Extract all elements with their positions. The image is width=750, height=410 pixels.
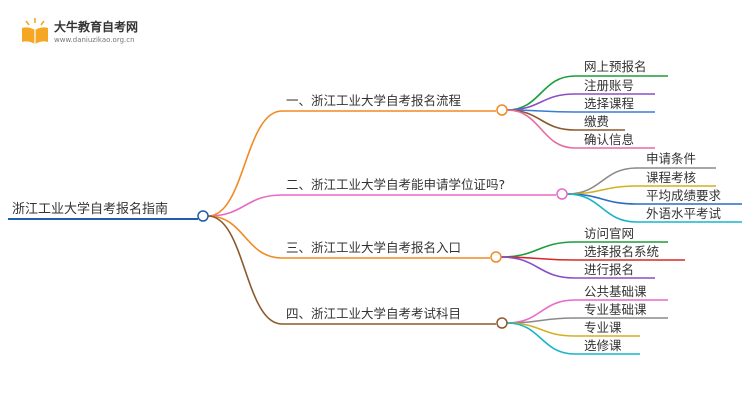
leaf-3-1: 访问官网 <box>584 226 634 241</box>
leaf-1-5: 确认信息 <box>584 132 634 147</box>
branch-3-label: 三、浙江工业大学自考报名入口 <box>286 240 461 255</box>
link-root-branch-4 <box>207 215 283 325</box>
branch-2-label: 二、浙江工业大学自考能申请学位证吗? <box>286 177 505 192</box>
link-branch-4-leaf-1 <box>506 299 576 324</box>
leaf-3-2: 选择报名系统 <box>584 244 659 259</box>
link-branch-1-leaf-5 <box>506 109 576 149</box>
leaf-1-3: 选择课程 <box>584 96 635 111</box>
link-branch-4-leaf-3 <box>506 322 576 337</box>
leaf-2-4: 外语水平考试 <box>646 206 722 221</box>
link-root-branch-3 <box>207 215 283 259</box>
branch-1[interactable]: 一、浙江工业大学自考报名流程 网上预报名 注册账号 选择课程 缴费 确认信息 <box>282 59 668 149</box>
link-branch-4-leaf-4 <box>506 322 576 355</box>
logo-url: www.daniuzikao.org.cn <box>54 36 135 44</box>
branch-2-connector[interactable] <box>556 188 568 200</box>
logo-title: 大牛教育自考网 <box>54 20 139 34</box>
link-branch-1-leaf-1 <box>506 75 576 111</box>
link-root-branch-1 <box>207 110 283 217</box>
link-branch-4-leaf-2 <box>506 317 576 324</box>
leaf-4-1: 公共基础课 <box>584 284 647 299</box>
link-branch-1-leaf-2 <box>506 93 576 111</box>
book-icon <box>22 18 48 44</box>
leaf-1-4: 缴费 <box>584 114 609 129</box>
link-branch-3-leaf-3 <box>500 256 576 279</box>
branch-1-label: 一、浙江工业大学自考报名流程 <box>286 93 462 108</box>
branch-3-connector[interactable] <box>490 251 502 263</box>
leaf-2-2: 课程考核 <box>646 170 697 185</box>
leaf-1-1: 网上预报名 <box>584 59 647 74</box>
leaf-3-3: 进行报名 <box>584 262 634 277</box>
branch-4[interactable]: 四、浙江工业大学自考考试科目 公共基础课 专业基础课 专业课 选修课 <box>282 284 668 355</box>
branch-3[interactable]: 三、浙江工业大学自考报名入口 访问官网 选择报名系统 进行报名 <box>282 226 685 279</box>
branch-1-connector[interactable] <box>496 104 508 116</box>
root-label: 浙江工业大学自考报名指南 <box>12 201 168 217</box>
link-branch-2-leaf-4 <box>566 193 638 223</box>
branch-4-label: 四、浙江工业大学自考考试科目 <box>286 306 461 321</box>
link-branch-3-leaf-1 <box>500 241 576 258</box>
leaf-4-2: 专业基础课 <box>584 302 647 317</box>
leaf-2-1: 申请条件 <box>646 151 696 166</box>
root-connector[interactable] <box>197 210 209 222</box>
leaf-4-3: 专业课 <box>584 320 622 335</box>
leaf-1-2: 注册账号 <box>584 78 634 93</box>
site-logo: 大牛教育自考网 www.daniuzikao.org.cn <box>18 16 178 50</box>
leaf-2-3: 平均成绩要求 <box>646 188 722 203</box>
leaf-4-4: 选修课 <box>584 338 622 353</box>
branch-4-connector[interactable] <box>496 317 508 329</box>
link-branch-1-leaf-4 <box>506 109 576 131</box>
link-root-branch-2 <box>207 194 283 217</box>
branch-2[interactable]: 二、浙江工业大学自考能申请学位证吗? 申请条件 课程考核 平均成绩要求 外语水平… <box>282 151 742 223</box>
root-node[interactable]: 浙江工业大学自考报名指南 <box>8 201 209 222</box>
